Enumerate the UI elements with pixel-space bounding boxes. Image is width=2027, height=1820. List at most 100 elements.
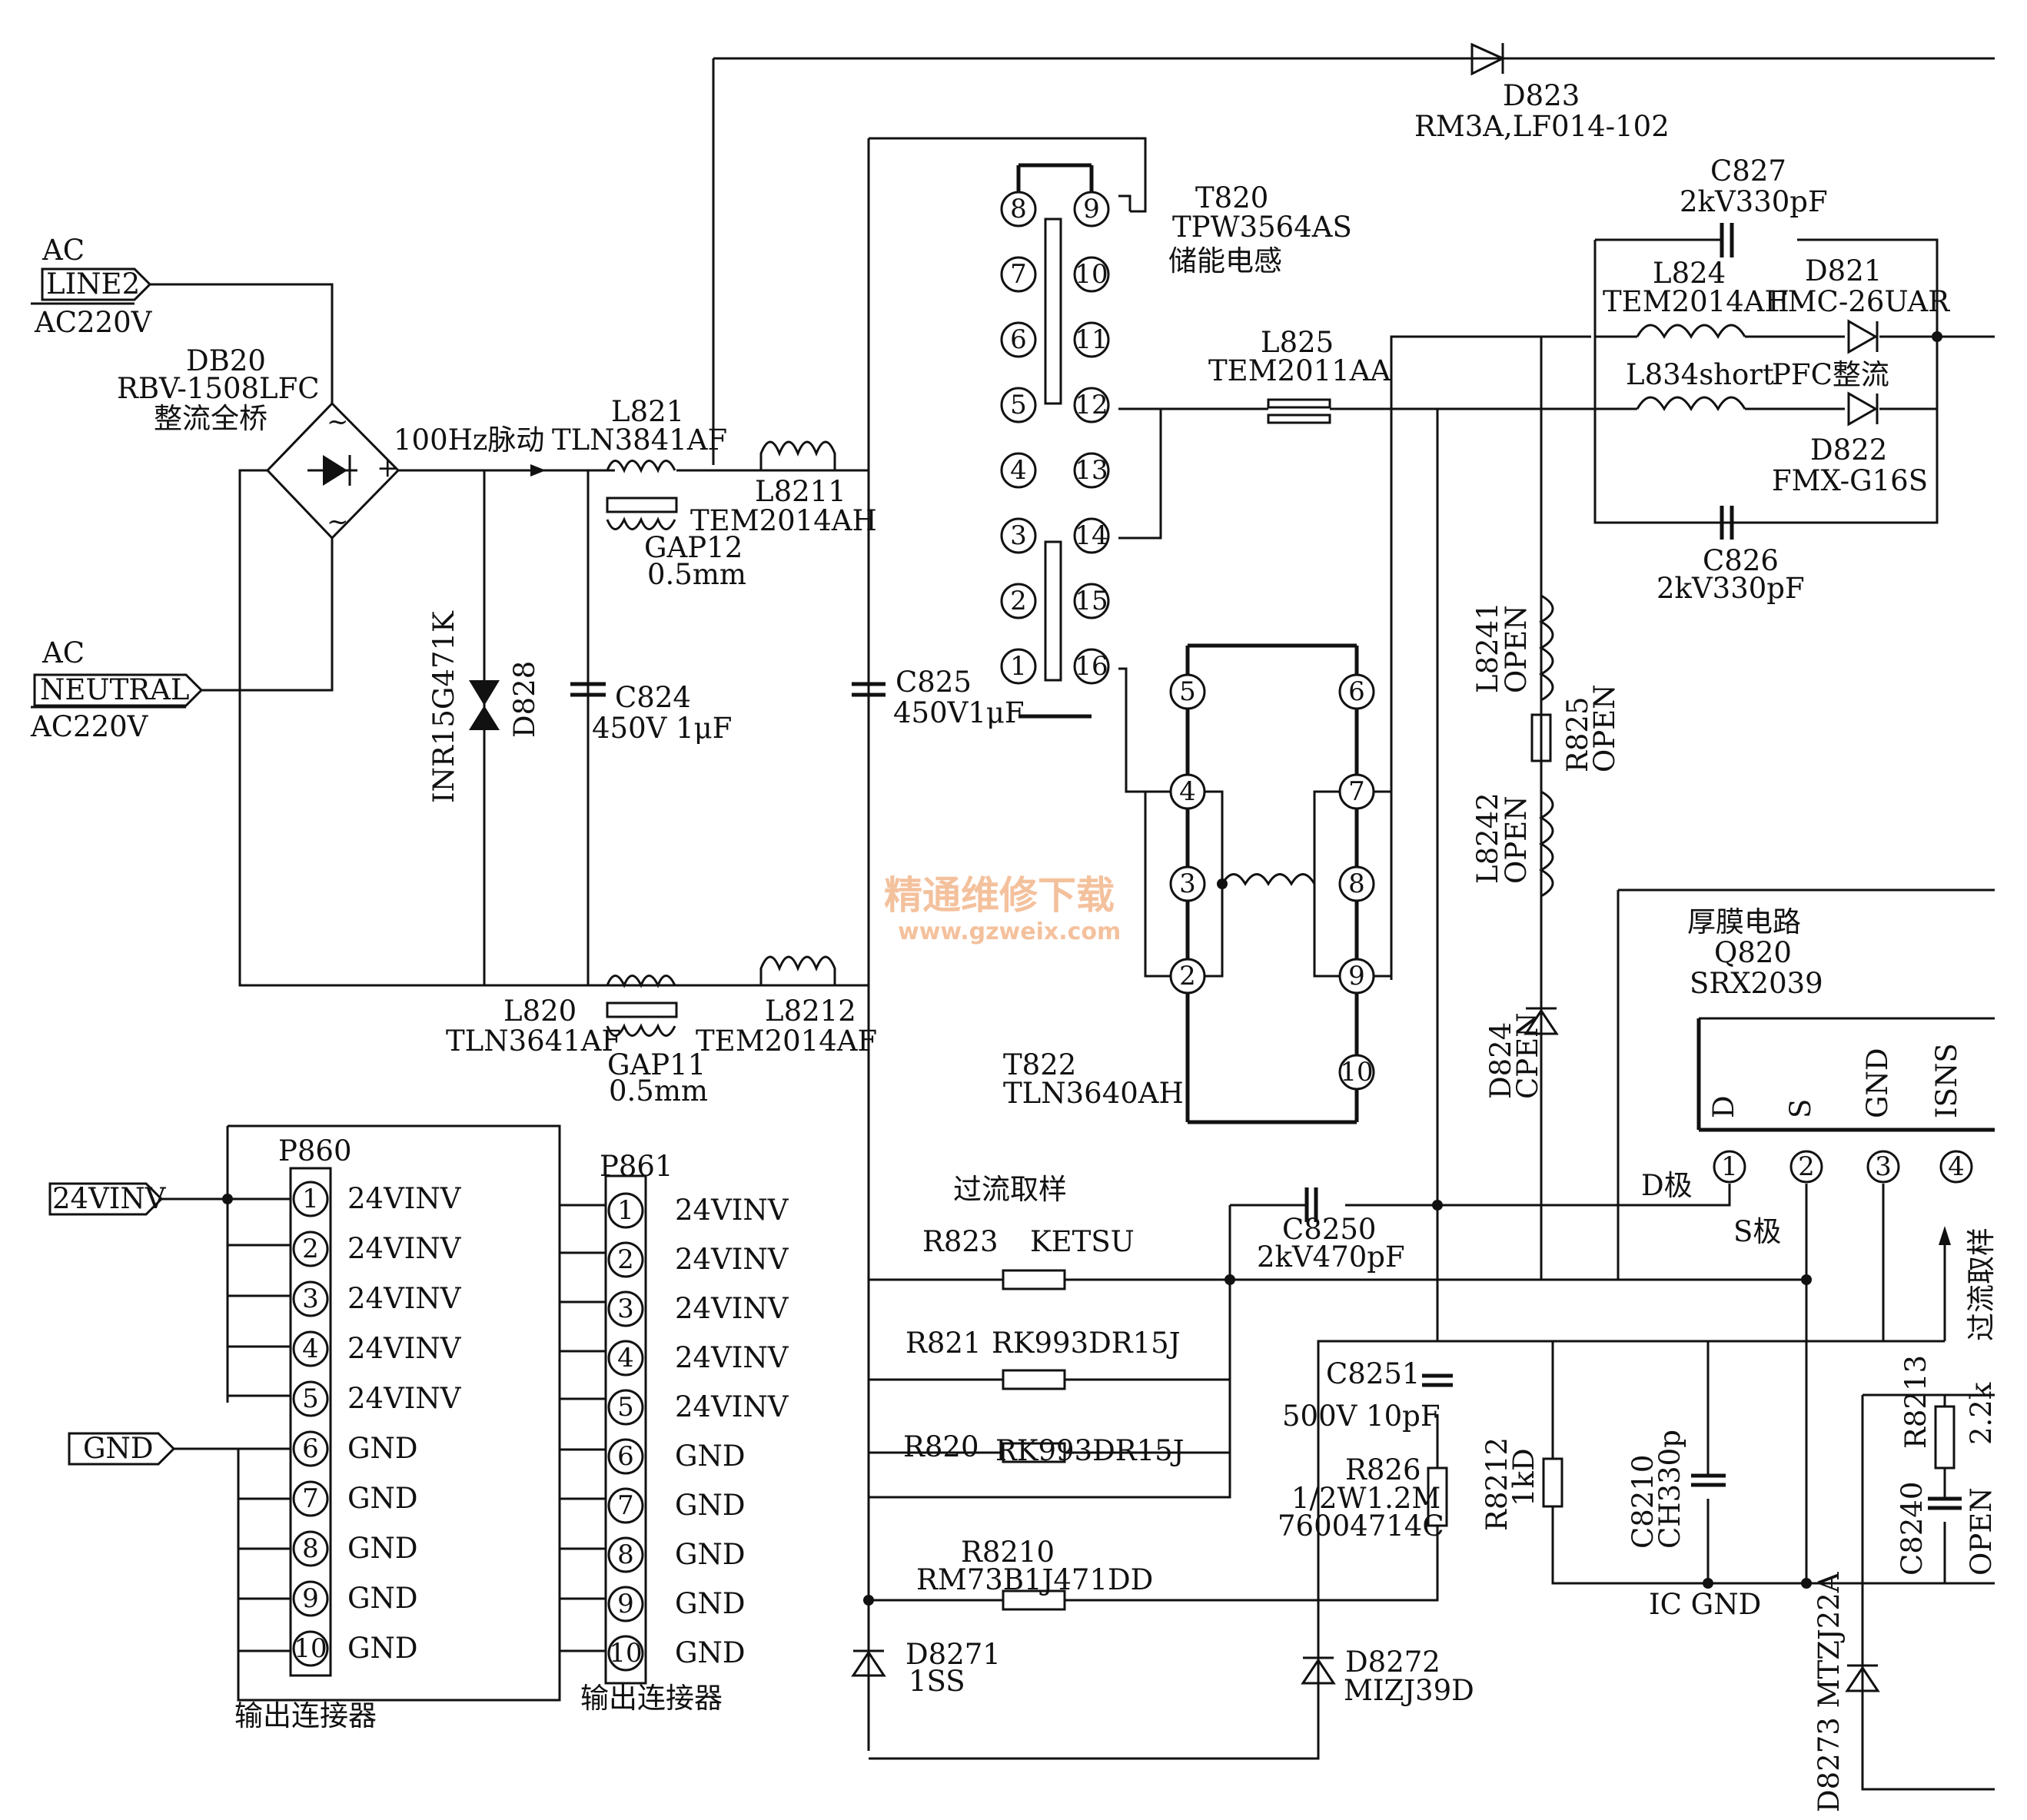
svg-text:4: 4 bbox=[1948, 1151, 1965, 1182]
svg-text:2: 2 bbox=[617, 1244, 634, 1275]
p860-pin-4: 4 bbox=[292, 1330, 329, 1367]
r825-resistor-symbol bbox=[1530, 713, 1552, 762]
c826-ref: C826 bbox=[1703, 544, 1779, 577]
p861-pin-5: 5 bbox=[607, 1389, 644, 1426]
d8273-label: D8273 MTZJ22A bbox=[1813, 1571, 1846, 1812]
l8242-inductor-symbol bbox=[1538, 790, 1554, 898]
c824-ref: C824 bbox=[615, 681, 691, 714]
p861-pin-label: 24VINV bbox=[675, 1292, 789, 1325]
bridge-rectifier-symbol: ~ ~ + bbox=[265, 401, 400, 540]
gnd-tag: GND bbox=[83, 1432, 154, 1465]
svg-text:3: 3 bbox=[302, 1284, 319, 1314]
r821-part: RK993DR15J bbox=[992, 1327, 1181, 1360]
svg-text:12: 12 bbox=[1075, 390, 1108, 420]
p861-label: P861 bbox=[600, 1150, 673, 1183]
l834-ref: L834short bbox=[1626, 358, 1774, 391]
svg-text:4: 4 bbox=[302, 1333, 319, 1364]
d8273-diode-symbol bbox=[1845, 1664, 1880, 1692]
t820-pin-4: 4 bbox=[1000, 452, 1037, 489]
svg-text:8: 8 bbox=[302, 1533, 319, 1564]
t822-pin-3: 3 bbox=[1169, 865, 1206, 902]
p861-pin-label: 24VINV bbox=[675, 1341, 789, 1374]
p861-pin-label: GND bbox=[675, 1587, 746, 1620]
ic-pin-gnd-label: GND bbox=[1861, 1048, 1894, 1118]
l8211-inductor-symbol bbox=[759, 440, 869, 472]
l8211-ref: L8211 bbox=[755, 475, 846, 508]
t820-pin-9: 9 bbox=[1073, 191, 1110, 227]
d822-ref: D822 bbox=[1810, 433, 1887, 467]
d822-part: FMX-G16S bbox=[1772, 464, 1928, 497]
c8250-ref: C8250 bbox=[1282, 1213, 1376, 1246]
r8210-part: RM73B1J471DD bbox=[916, 1563, 1153, 1596]
svg-text:13: 13 bbox=[1075, 455, 1108, 486]
ic-pin-isns-label: ISNS bbox=[1930, 1043, 1963, 1118]
svg-text:5: 5 bbox=[617, 1392, 634, 1423]
connector-bodies bbox=[289, 1167, 647, 1685]
t820-pin-11: 11 bbox=[1073, 321, 1110, 358]
p861-pin-label: GND bbox=[675, 1538, 746, 1571]
svg-text:2: 2 bbox=[1010, 586, 1027, 616]
p860-pin-label: GND bbox=[347, 1532, 418, 1565]
resistor-symbols bbox=[1002, 1269, 1956, 1611]
t822-part: TLN3640AH bbox=[1003, 1077, 1184, 1110]
ic-part: SRX2039 bbox=[1690, 967, 1823, 1000]
watermark: 精通维修下载 www.gzweix.com bbox=[884, 873, 1121, 945]
t822-pin-5: 5 bbox=[1169, 673, 1206, 710]
t822-pin-8: 8 bbox=[1338, 865, 1375, 902]
p861-pin-label: GND bbox=[675, 1440, 746, 1473]
p860-pin-7: 7 bbox=[292, 1480, 329, 1517]
svg-text:1: 1 bbox=[1010, 651, 1027, 682]
svg-text:3: 3 bbox=[1179, 868, 1196, 899]
svg-text:~: ~ bbox=[327, 506, 349, 537]
l820-part: TLN3641AF bbox=[446, 1025, 621, 1058]
d8271-ref: D8271 bbox=[906, 1638, 1001, 1671]
svg-text:1: 1 bbox=[1721, 1151, 1738, 1182]
svg-text:9: 9 bbox=[617, 1589, 634, 1619]
labels: AC LINE2 AC220V AC NEUTRAL AC220V DB20 R… bbox=[30, 79, 1998, 1812]
p860-pin-8: 8 bbox=[292, 1530, 329, 1567]
ac220-bottom-label: AC220V bbox=[30, 710, 149, 743]
r826-val1: 1/2W1.2M bbox=[1291, 1482, 1440, 1515]
p860-caption: 输出连接器 bbox=[234, 1699, 377, 1732]
svg-text:7: 7 bbox=[1010, 259, 1027, 290]
p861-pin-10: 10 bbox=[607, 1635, 644, 1672]
svg-text:+: + bbox=[377, 453, 399, 483]
svg-text:10: 10 bbox=[609, 1638, 642, 1669]
r823-ref: R823 bbox=[922, 1225, 998, 1258]
svg-text:2: 2 bbox=[1179, 961, 1196, 991]
d8272-part: MIZJ39D bbox=[1344, 1674, 1474, 1707]
p861-pin-label: GND bbox=[675, 1489, 746, 1522]
p860-pin-label: 24VINV bbox=[347, 1332, 462, 1365]
svg-text:1: 1 bbox=[617, 1195, 634, 1226]
p861-pin-6: 6 bbox=[607, 1438, 644, 1475]
pulse-arrowhead bbox=[530, 464, 546, 477]
t822-ref: T822 bbox=[1003, 1048, 1076, 1081]
d821-diode-symbol bbox=[1847, 319, 1879, 354]
gap11-val: 0.5mm bbox=[609, 1074, 708, 1108]
db20-desc: 整流全桥 bbox=[154, 402, 267, 435]
svg-text:6: 6 bbox=[1348, 676, 1365, 707]
c826-val: 2kV330pF bbox=[1656, 572, 1805, 605]
t820-pin-10: 10 bbox=[1073, 256, 1110, 293]
r820-ref: R820 bbox=[903, 1430, 979, 1463]
svg-text:4: 4 bbox=[1179, 776, 1196, 807]
ac-bottom-label: AC bbox=[42, 636, 85, 669]
t820-pin-5: 5 bbox=[1000, 387, 1037, 423]
c825-val: 450V1μF bbox=[893, 696, 1025, 729]
p861-pin-3: 3 bbox=[607, 1290, 644, 1327]
varistor-part: INR15G471K bbox=[427, 610, 460, 803]
r8213-val: 2.2k bbox=[1965, 1382, 1998, 1445]
l8212-inductor-symbol bbox=[759, 955, 836, 985]
capacitor-symbols bbox=[570, 223, 1962, 1510]
svg-text:9: 9 bbox=[302, 1583, 319, 1614]
t820-pin-1: 1 bbox=[1000, 648, 1037, 685]
r825-ref: R825 bbox=[1561, 697, 1594, 772]
svg-text:14: 14 bbox=[1075, 520, 1108, 551]
svg-text:1: 1 bbox=[302, 1184, 319, 1214]
ic-gnd-label: IC GND bbox=[1649, 1588, 1761, 1621]
svg-text:3: 3 bbox=[1010, 520, 1027, 551]
pulse-note: 100Hz脉动 bbox=[394, 423, 544, 457]
p861-pin-4: 4 bbox=[607, 1340, 644, 1377]
l825-inductor-symbol bbox=[1267, 398, 1331, 424]
